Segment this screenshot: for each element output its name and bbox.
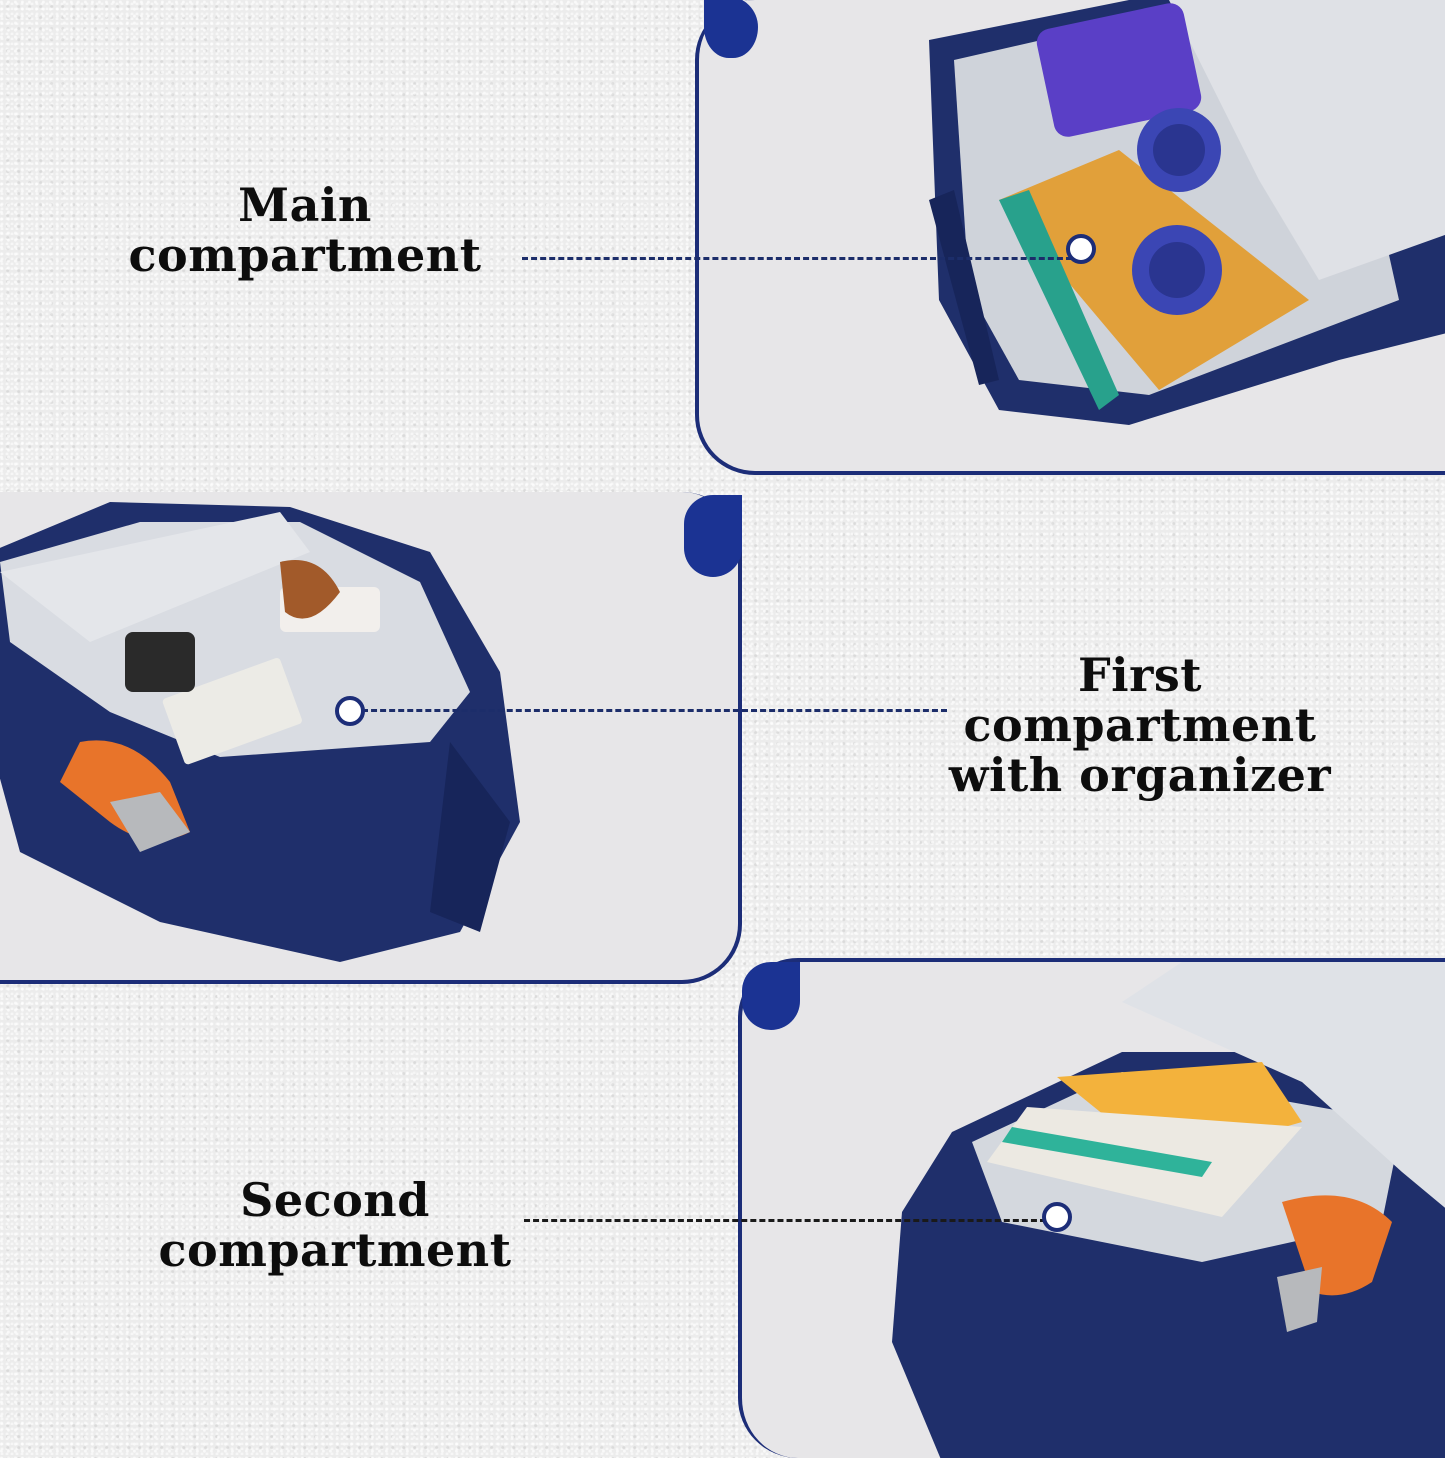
first-compartment-label: First compartment with organizer [948,648,1332,802]
main-compartment-marker-dot [1066,234,1096,264]
top-panel-accent-leaf [704,0,758,58]
main-compartment-photo-panel [695,0,1445,475]
main-compartment-pointer-line [522,257,1072,260]
backpack-second-illustration [892,962,1445,1458]
main-compartment-label: Main compartment [128,178,482,282]
second-compartment-pointer-line [524,1219,1046,1222]
first-compartment-photo-panel [0,492,742,984]
backpack-first-illustration [0,502,520,962]
second-compartment-photo-panel [738,958,1445,1458]
backpack-main-illustration [929,0,1445,425]
middle-panel-accent-leaf [684,495,742,577]
first-compartment-pointer-line [362,709,947,712]
second-compartment-label: Second compartment [158,1173,512,1277]
bottom-panel-accent-leaf [742,962,800,1030]
second-compartment-marker-dot [1042,1202,1072,1232]
first-compartment-marker-dot [335,696,365,726]
